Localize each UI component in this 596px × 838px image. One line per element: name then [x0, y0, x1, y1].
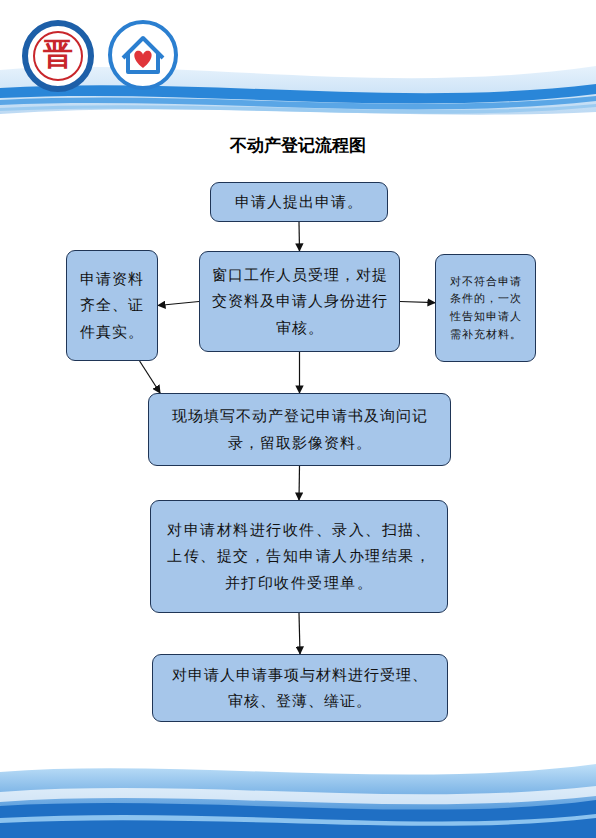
process-box: 申请资料齐全、证件真实。: [66, 250, 158, 361]
flow-arrow: [140, 361, 161, 393]
process-box: 窗口工作人员受理，对提交资料及申请人身份进行审核。: [199, 251, 400, 352]
house-icon: [123, 38, 163, 72]
box-text: 现场填写不动产登记申请书及询问记录，留取影像资料。: [156, 403, 443, 456]
logo-ring: [25, 23, 91, 89]
bottom-wave-stripe: [0, 814, 596, 826]
logo-inner-ring: [34, 32, 82, 80]
process-box: 对申请材料进行收件、录入、扫描、上传、提交，告知申请人办理结果，并打印收件受理单…: [150, 500, 448, 613]
box-text: 对申请人申请事项与材料进行受理、审核、登薄、缮证。: [165, 662, 435, 715]
logo-ring: [110, 22, 176, 88]
heart-icon: [134, 51, 151, 68]
bottom-wave: [0, 764, 596, 838]
process-box: 对不符合申请条件的，一次性告知申请人需补充材料。: [435, 254, 536, 362]
box-text: 对不符合申请条件的，一次性告知申请人需补充材料。: [449, 273, 522, 343]
flow-arrow: [299, 613, 300, 654]
flow-arrow: [298, 466, 300, 500]
diagram-title: 不动产登记流程图: [0, 134, 596, 157]
box-text: 对申请材料进行收件、录入、扫描、上传、提交，告知申请人办理结果，并打印收件受理单…: [163, 517, 435, 596]
top-wave-stripe: [0, 104, 596, 114]
flow-arrow: [158, 302, 199, 306]
flow-arrow: [400, 302, 435, 303]
process-box: 申请人提出申请。: [210, 182, 388, 222]
logo-glyph: 晋: [40, 34, 76, 74]
process-box: 现场填写不动产登记申请书及询问记录，留取影像资料。: [148, 393, 451, 466]
bottom-wave-stripe: [0, 800, 596, 838]
box-text: 窗口工作人员受理，对提交资料及申请人身份进行审核。: [209, 262, 390, 341]
box-text: 申请资料齐全、证件真实。: [79, 266, 145, 345]
flow-arrow: [299, 352, 300, 393]
flow-arrow: [298, 222, 300, 251]
process-box: 对申请人申请事项与材料进行受理、审核、登薄、缮证。: [152, 654, 448, 722]
box-text: 申请人提出申请。: [219, 189, 379, 215]
bottom-wave-stripe: [0, 786, 596, 804]
